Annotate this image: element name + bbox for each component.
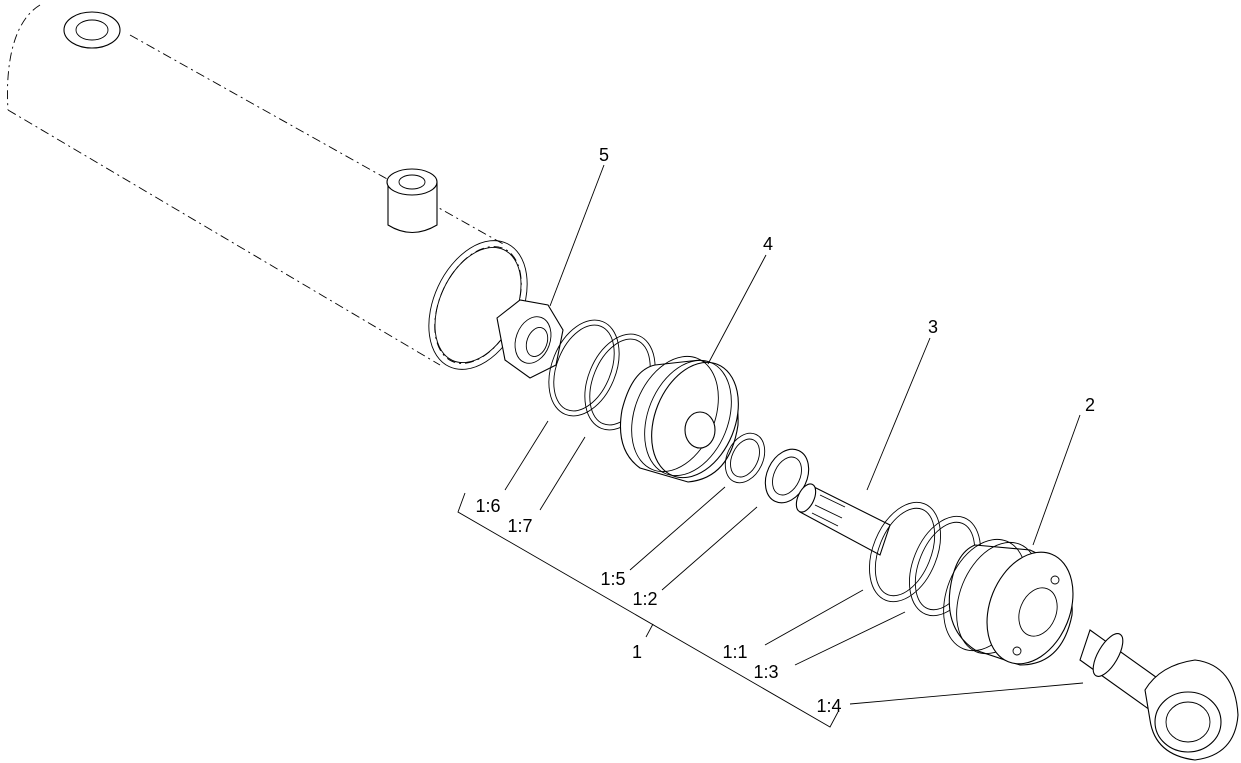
rod-end-eye bbox=[1079, 629, 1239, 761]
callout-1-7: 1:7 bbox=[507, 516, 532, 536]
callout-5: 5 bbox=[599, 145, 609, 165]
leader-lines bbox=[457, 164, 1084, 728]
callout-labels: 5 4 3 2 1:6 1:7 1:5 1:2 1 1:1 1:3 1:4 bbox=[475, 145, 1095, 716]
callout-1: 1 bbox=[632, 642, 642, 662]
callout-3: 3 bbox=[928, 317, 938, 337]
gland-part bbox=[943, 538, 1074, 666]
cylinder-barrel bbox=[7, 4, 528, 370]
piston-rod-part bbox=[795, 483, 891, 556]
nut-part bbox=[496, 299, 564, 379]
callout-1-4: 1:4 bbox=[816, 696, 841, 716]
callout-4: 4 bbox=[763, 234, 773, 254]
callout-1-6: 1:6 bbox=[475, 496, 500, 516]
callout-1-2: 1:2 bbox=[632, 589, 657, 609]
callout-1-3: 1:3 bbox=[753, 662, 778, 682]
small-seal-rings bbox=[724, 432, 810, 504]
callout-2: 2 bbox=[1085, 395, 1095, 415]
callout-1-5: 1:5 bbox=[600, 569, 625, 589]
callout-1-1: 1:1 bbox=[722, 642, 747, 662]
piston-part bbox=[619, 355, 739, 483]
